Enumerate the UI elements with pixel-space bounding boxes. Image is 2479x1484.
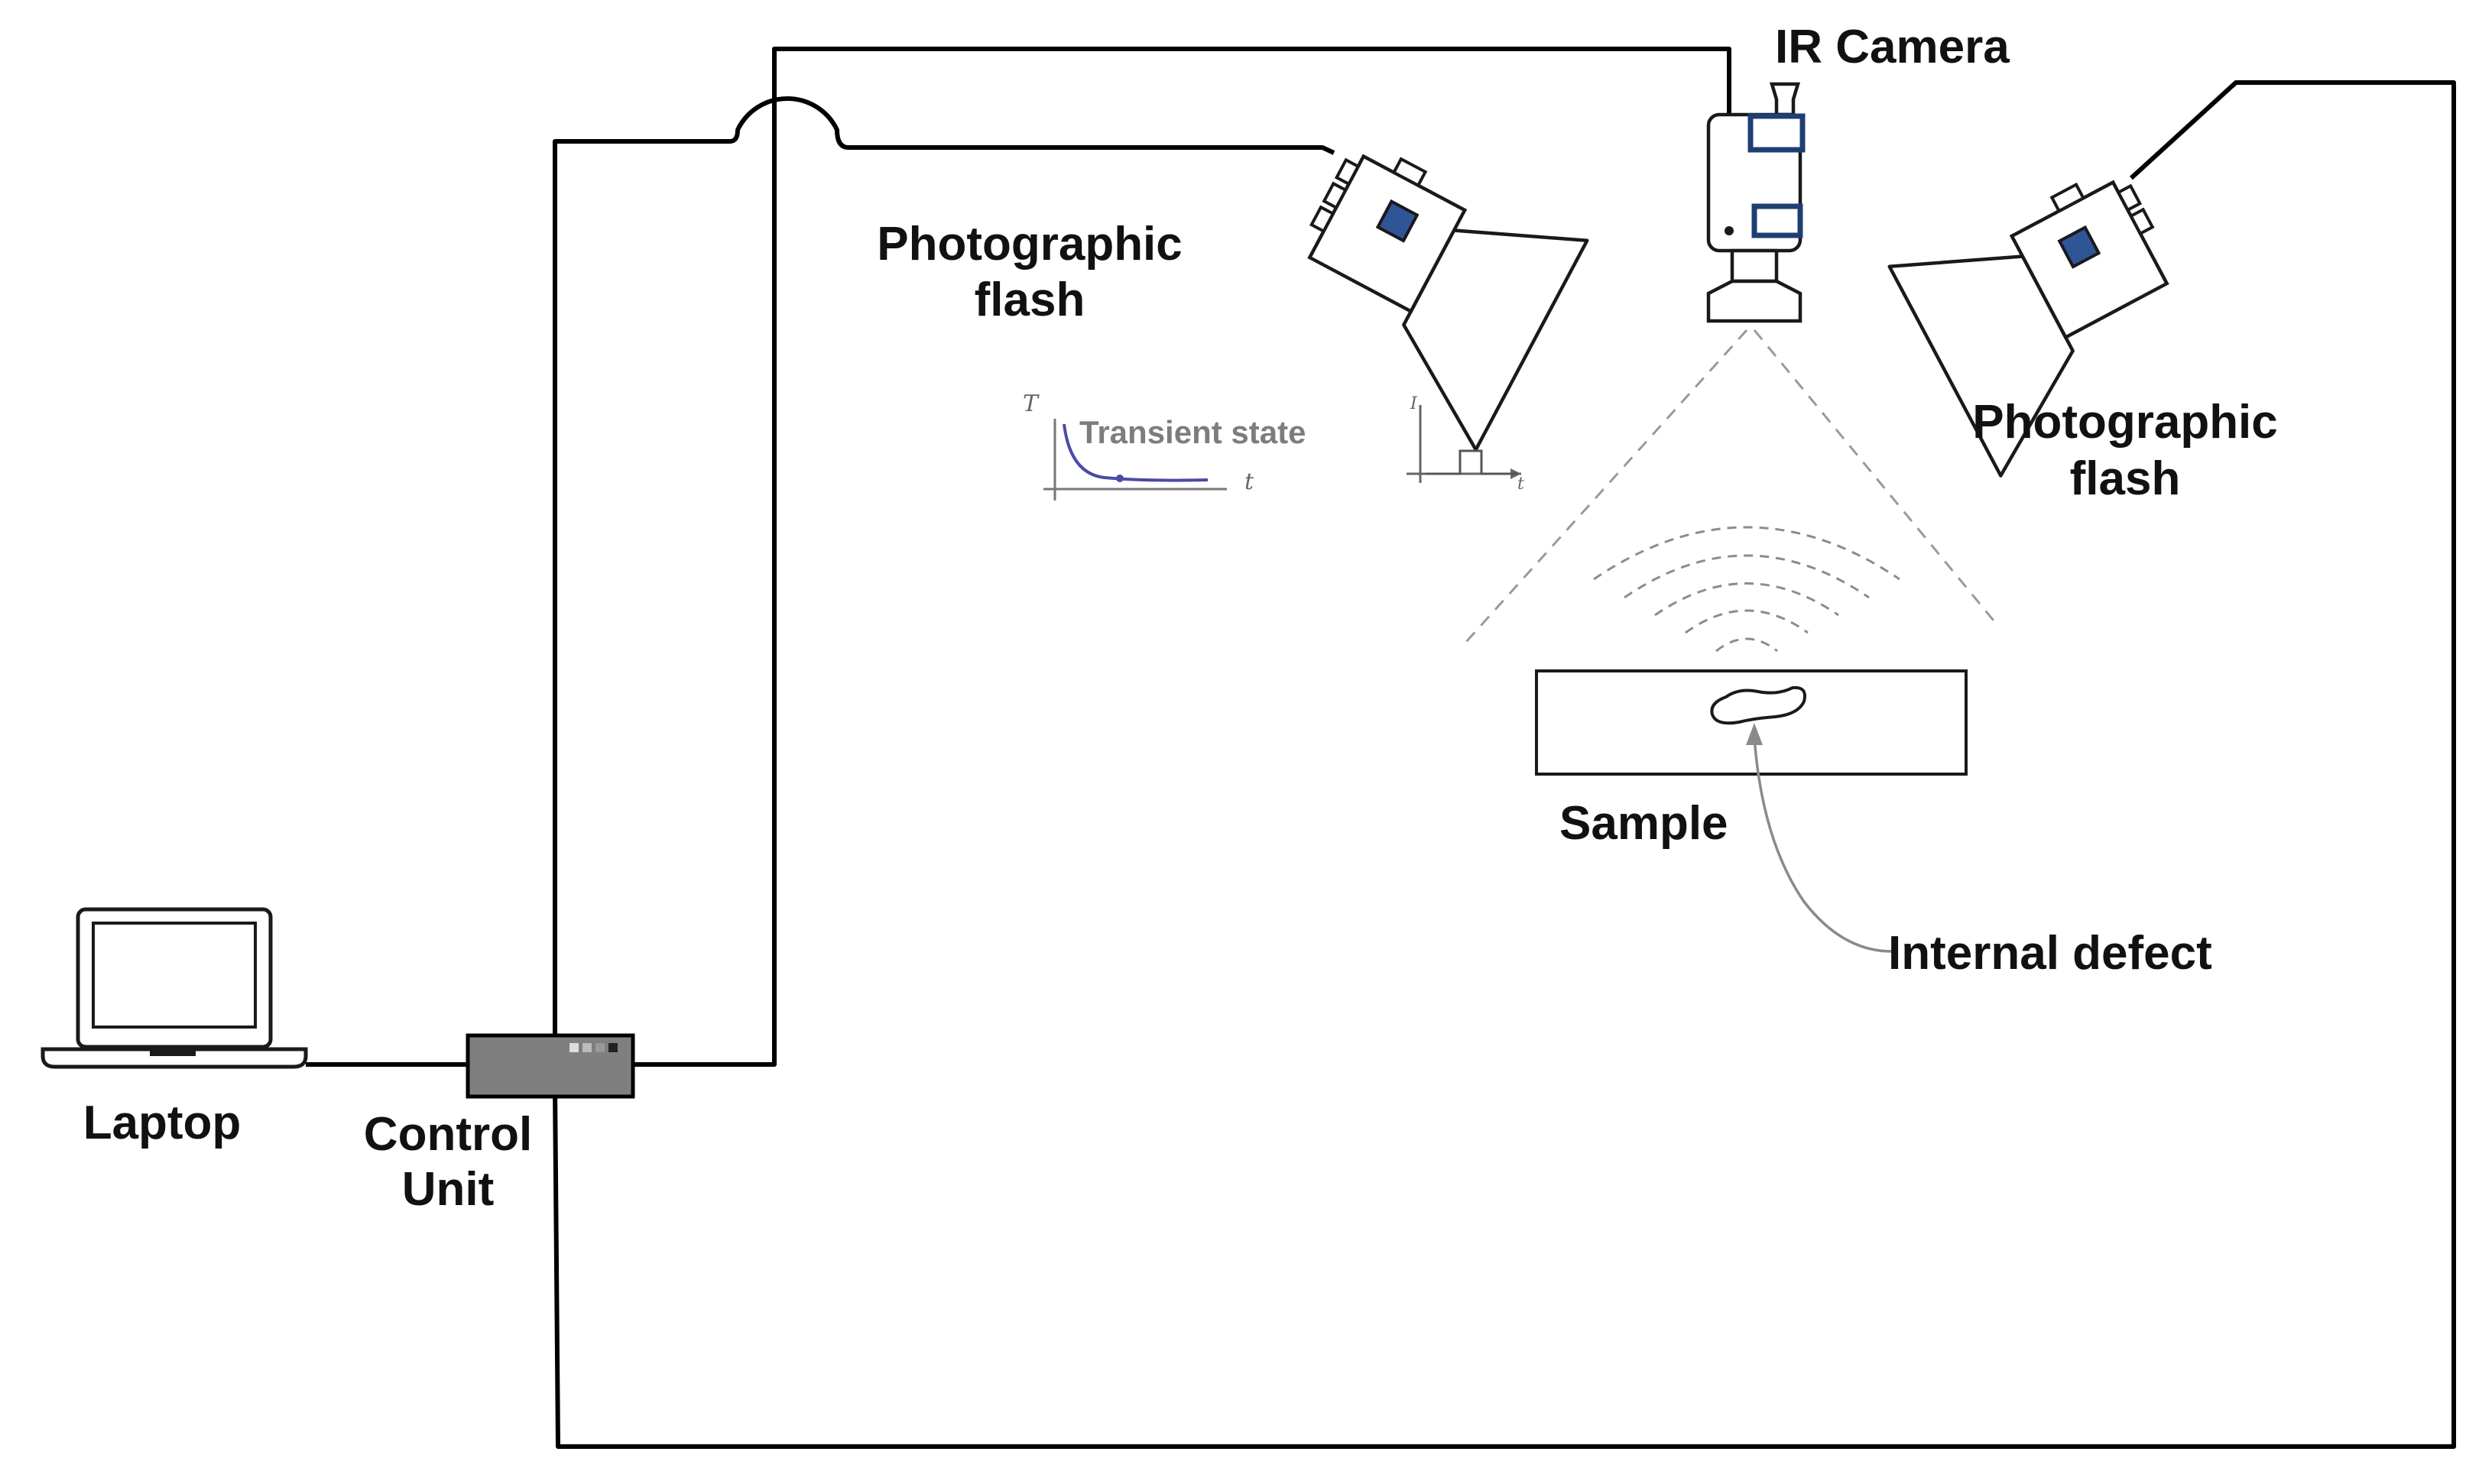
control-unit-label-line2: Unit xyxy=(402,1163,495,1216)
control-unit-icon xyxy=(466,1033,635,1099)
internal-defect-pointer xyxy=(1746,723,1893,953)
sample-block xyxy=(1535,669,1968,776)
pulse-plot-y-letter: I xyxy=(1410,394,1418,413)
internal-defect-shape xyxy=(1710,685,1806,725)
left-flash-icon xyxy=(1307,154,1589,452)
sample-label: Sample xyxy=(1559,797,1728,850)
right-flash-label-line1: Photographic xyxy=(1972,396,2278,449)
transient-plot-y-letter: T xyxy=(1023,390,1040,417)
laptop-icon xyxy=(41,907,308,1069)
camera-field-of-view xyxy=(1465,329,1995,643)
wire-control-to-left-flash xyxy=(553,96,1335,1062)
left-flash-label-line2: flash xyxy=(975,274,1085,326)
transient-state-label: Transient state xyxy=(1079,414,1306,450)
right-flash-label-line2: flash xyxy=(2070,452,2181,505)
pulse-plot: I t xyxy=(1407,394,1524,494)
ir-camera-label: IR Camera xyxy=(1775,21,2010,73)
laptop-label: Laptop xyxy=(83,1097,242,1149)
left-flash-label-line1: Photographic xyxy=(877,218,1183,271)
internal-defect-label: Internal defect xyxy=(1888,927,2212,980)
heat-waves xyxy=(1593,526,1900,653)
wire-control-to-ir-camera xyxy=(633,47,1731,1067)
right-flash-icon xyxy=(1887,180,2169,478)
wiring xyxy=(306,47,2456,1449)
ir-camera-icon xyxy=(1706,82,1806,323)
wire-control-to-right-flash xyxy=(553,80,2456,1449)
transient-plot-x-letter: t xyxy=(1244,468,1254,495)
pulse-plot-x-letter: t xyxy=(1517,475,1524,494)
control-unit-label-line1: Control xyxy=(364,1108,532,1161)
transient-state-plot: T t xyxy=(1023,390,1254,501)
